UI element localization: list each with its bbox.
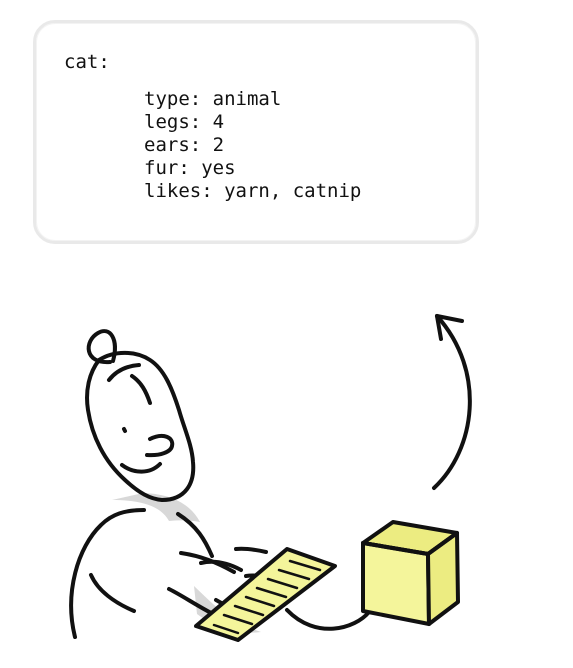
code-property-legs: legs: 4 xyxy=(144,110,225,133)
keyboard-icon xyxy=(194,547,337,642)
code-property-ears: ears: 2 xyxy=(144,133,225,156)
up-arrow-icon xyxy=(432,314,472,490)
code-property-type: type: animal xyxy=(144,87,282,110)
code-object-name: cat: xyxy=(64,51,110,73)
code-property-likes: likes: yarn, catnip xyxy=(144,179,362,202)
code-property-fur: fur: yes xyxy=(144,156,236,179)
computer-cube-icon xyxy=(285,520,460,631)
